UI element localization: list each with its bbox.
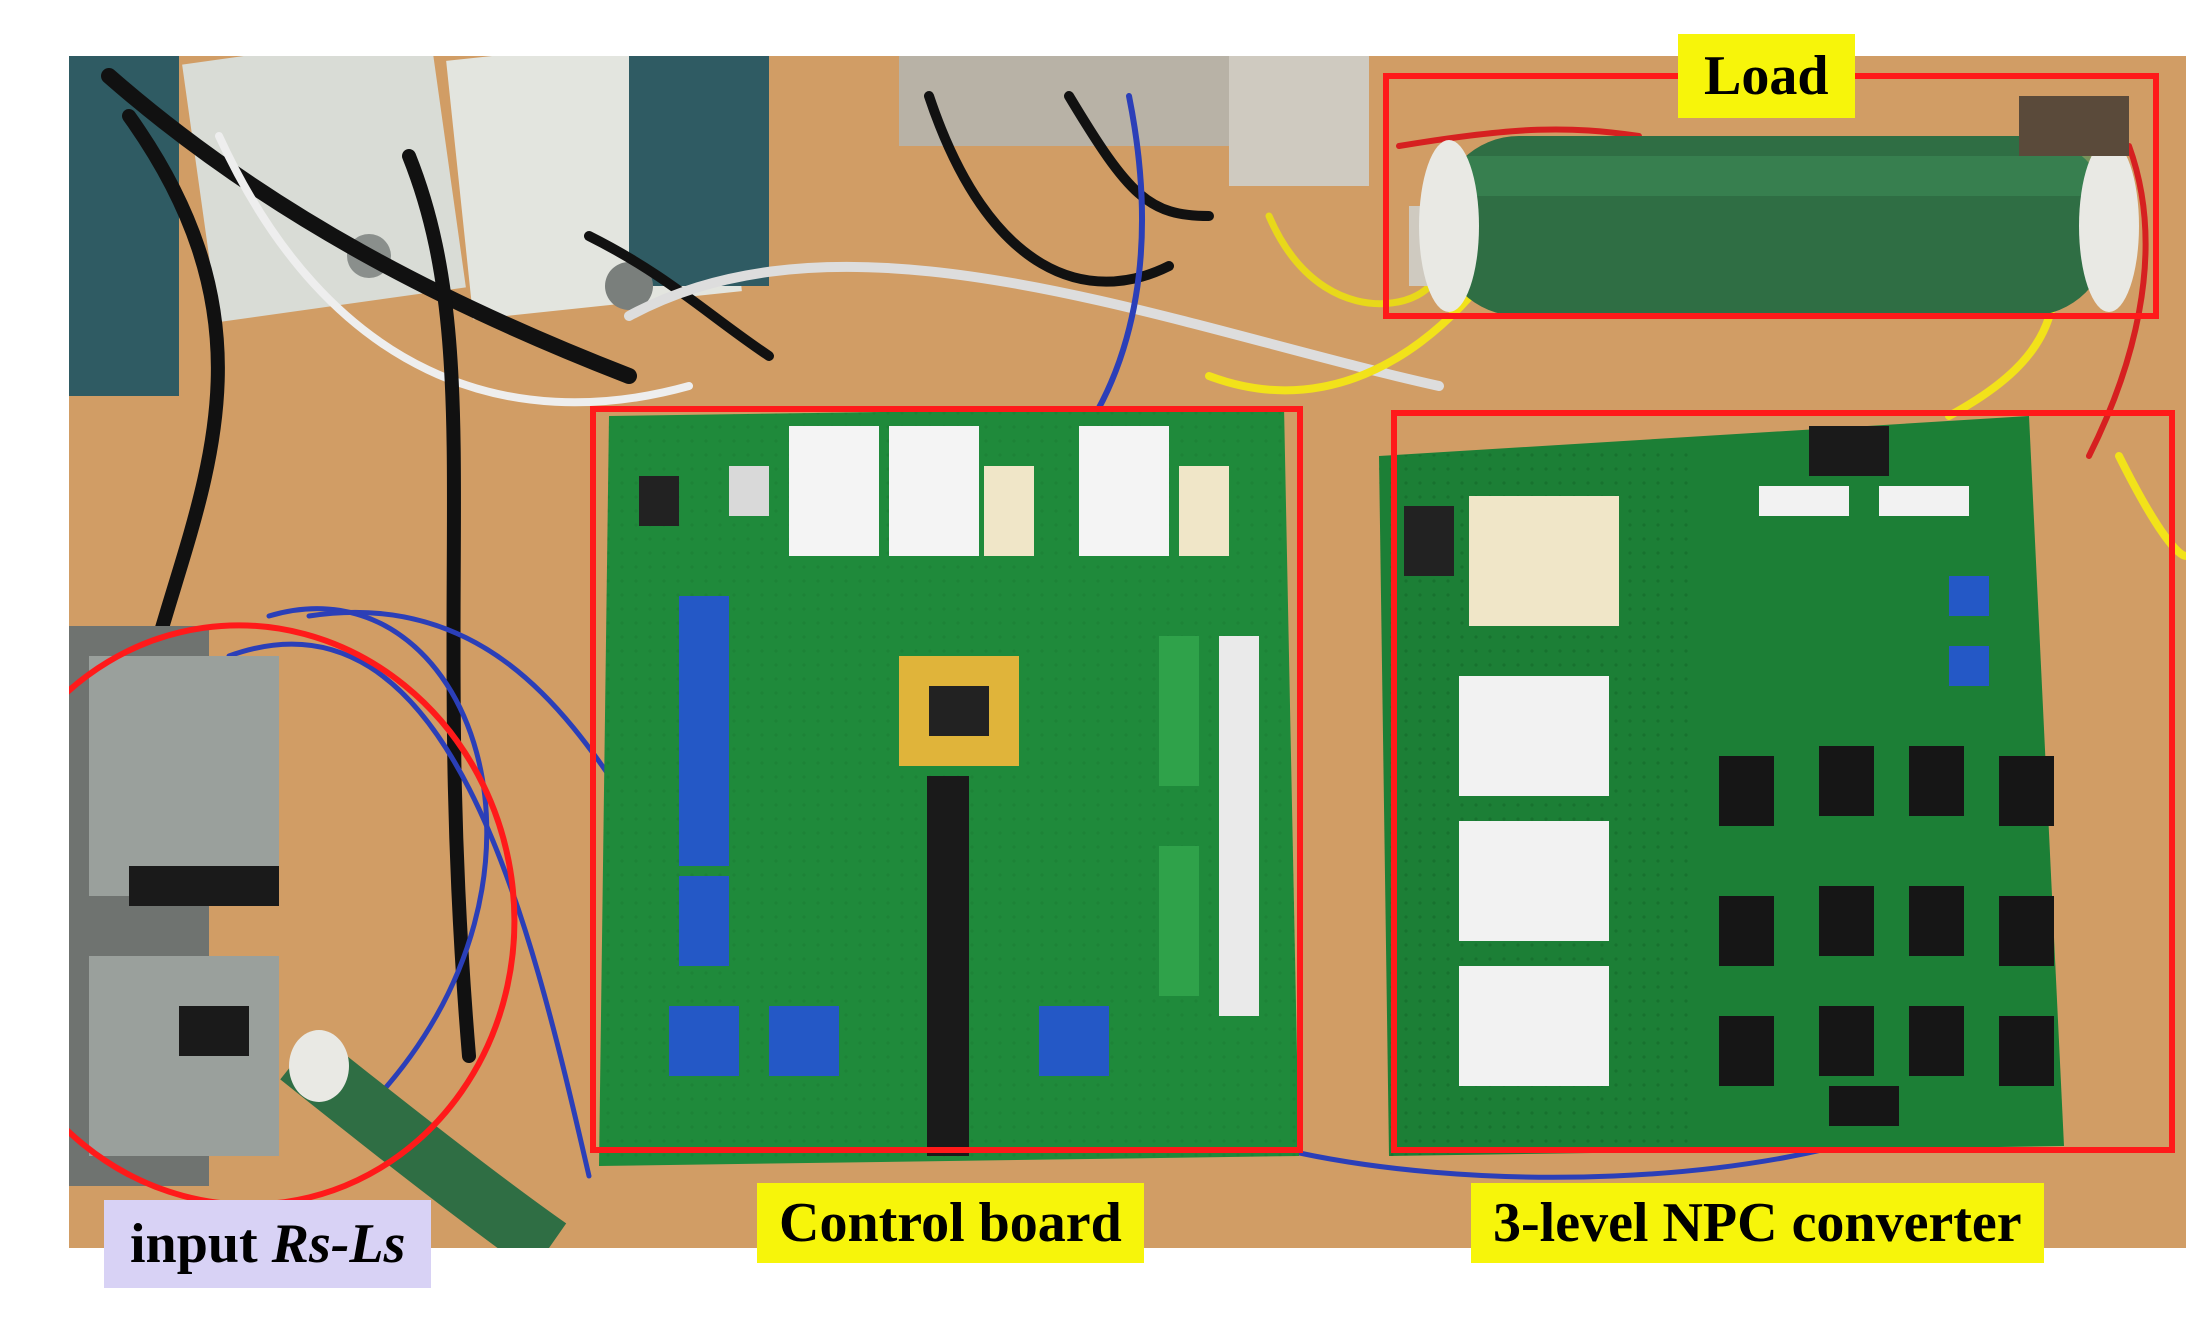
oscilloscope-icon xyxy=(69,56,769,396)
lab-setup-photo xyxy=(69,56,2186,1248)
control-board-label: Control board xyxy=(757,1183,1144,1263)
input-rs-ls-italic: Rs-Ls xyxy=(271,1213,406,1275)
load-label: Load xyxy=(1678,34,1855,118)
input-rs-ls-label: input Rs-Ls xyxy=(104,1200,432,1288)
control-board-pcb xyxy=(599,406,1299,1166)
input-prefix: input xyxy=(130,1213,272,1275)
igbt-heatsinks xyxy=(1719,746,2054,1126)
input-inductor-icon xyxy=(69,626,567,1248)
npc-converter-pcb xyxy=(1379,416,2064,1156)
control-board-highlight-box xyxy=(590,406,1303,1153)
npc-converter-label: 3-level NPC converter xyxy=(1471,1183,2044,1263)
load-resistor-icon xyxy=(1409,96,2139,316)
npc-converter-highlight-box xyxy=(1391,410,2175,1153)
